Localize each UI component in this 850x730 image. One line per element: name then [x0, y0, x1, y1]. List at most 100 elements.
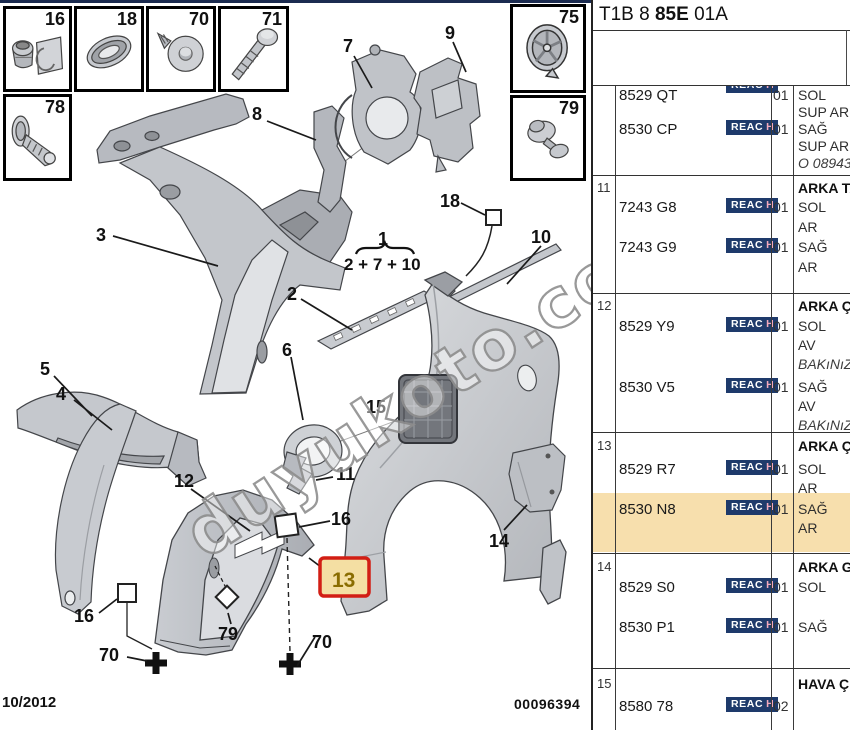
quantity-cell: 01 [773, 87, 789, 103]
description-line: SAĞ [798, 239, 828, 255]
selected-row-highlight [593, 493, 850, 552]
row-number: 13 [597, 438, 612, 453]
callout-labels: 3 4 5 6 7 8 9 2 10 11 12 14 15 16 16 18 … [40, 23, 551, 665]
reach-badge[interactable]: REACH [726, 198, 779, 213]
part-number[interactable]: 8530 V5 [619, 379, 675, 396]
part-description-title: ARKA GÖ [798, 559, 850, 575]
reach-badge[interactable]: REACH [726, 500, 779, 515]
column-separator [793, 554, 794, 668]
row-number: 11 [597, 180, 611, 195]
reach-badge[interactable]: REACH [726, 460, 779, 475]
part-7-shape [334, 44, 422, 165]
part-number[interactable]: 8529 R7 [619, 461, 676, 478]
cross-marker-70-left [145, 652, 167, 674]
part-number[interactable]: 8529 QT [619, 87, 678, 104]
reach-badge[interactable]: REACH [726, 578, 779, 593]
revision-date: 10/2012 [2, 694, 57, 711]
column-separator [615, 669, 616, 730]
cross-marker-70-right [279, 653, 301, 675]
description-line: SOL [798, 579, 827, 595]
column-separator [771, 176, 772, 293]
column-separator [771, 294, 772, 432]
part-12-shape [154, 489, 315, 656]
square-marker-16-left [117, 583, 137, 603]
quantity-cell: 02 [773, 698, 789, 714]
description-line: SAĞ [798, 379, 828, 395]
callout-12: 12 [174, 471, 194, 491]
callout-70-left: 70 [99, 645, 119, 665]
quantity-cell: 01 [773, 199, 789, 215]
description-line: BAKıNıZ [798, 356, 850, 372]
thumb-box-label: 18 [116, 9, 137, 29]
description-line: AV [798, 337, 816, 353]
callout-11: 11 [336, 464, 355, 484]
description-line: SOL [798, 461, 827, 477]
column-separator [615, 294, 616, 432]
callout-15: 15 [366, 397, 386, 417]
highlight-callout-13[interactable]: 13 [318, 556, 371, 598]
reach-badge[interactable]: REACH [726, 317, 779, 332]
description-line: SUP AR [798, 138, 850, 154]
part-description-title: ARKA ÇA [798, 298, 850, 314]
description-line: SOL [798, 318, 827, 334]
callout-8: 8 [252, 104, 262, 124]
part-14-shape [508, 443, 566, 513]
callout-70-right: 70 [312, 632, 332, 652]
part-number[interactable]: 7243 G9 [619, 239, 677, 256]
description-line: AR [798, 219, 818, 235]
column-separator [615, 554, 616, 668]
part-9-shape [413, 57, 481, 173]
part-number[interactable]: 7243 G8 [619, 199, 677, 216]
square-marker-16-right [273, 512, 300, 539]
reach-badge[interactable]: REACH [726, 697, 779, 712]
callout-79: 79 [218, 624, 238, 644]
reach-badge[interactable]: REACH [726, 86, 779, 93]
thumb-box-70: 70 [146, 6, 216, 92]
thumb-box-label: 79 [558, 98, 579, 118]
wheel-plug-icon [513, 13, 583, 88]
callout-14: 14 [489, 531, 509, 551]
callout-6: 6 [282, 340, 292, 360]
callout-5: 5 [40, 359, 50, 379]
clip-fastener-icon [6, 15, 69, 87]
callout-4: 4 [56, 384, 66, 404]
column-separator [615, 433, 616, 553]
assembly-formula: 1 2 + 7 + 10 [344, 229, 421, 274]
expansion-plug-icon [6, 103, 69, 176]
part-4-shape [54, 403, 137, 615]
column-separator [793, 176, 794, 293]
reach-badge[interactable]: REACH [726, 238, 779, 253]
reach-badge[interactable]: REACH [726, 618, 779, 633]
description-line: AR [798, 259, 818, 275]
formula-expression: 2 + 7 + 10 [344, 255, 421, 274]
drawing-number: 00096394 [514, 696, 581, 712]
thumb-box-75: 75 [510, 4, 586, 93]
leader-lines [53, 41, 542, 667]
reach-badge[interactable]: REACH [726, 378, 779, 393]
part-number[interactable]: 8580 78 [619, 698, 674, 715]
part-number[interactable]: 8530 P1 [619, 619, 675, 636]
diamond-marker-79 [214, 584, 240, 610]
description-line: SAĞ [798, 121, 828, 137]
row-number: 12 [597, 298, 612, 313]
row-number: 14 [597, 559, 612, 574]
exploded-diagram: 3 4 5 6 7 8 9 2 10 11 12 14 15 16 16 18 … [16, 23, 701, 675]
description-line: BAKıNıZ [798, 417, 850, 433]
column-separator [771, 433, 772, 553]
reach-badge[interactable]: REACH [726, 120, 779, 135]
part-number[interactable]: 8529 S0 [619, 579, 675, 596]
washer-screw-icon [149, 15, 213, 87]
quantity-cell: 01 [773, 121, 789, 137]
part-number[interactable]: 8529 Y9 [619, 318, 675, 335]
column-separator [793, 294, 794, 432]
thumb-box-label: 75 [558, 7, 579, 27]
column-separator [793, 433, 794, 553]
column-separator [771, 554, 772, 668]
thumb-box-18: 18 [74, 6, 144, 92]
part-number[interactable]: 8530 CP [619, 121, 678, 138]
part-number[interactable]: 8530 N8 [619, 501, 676, 518]
